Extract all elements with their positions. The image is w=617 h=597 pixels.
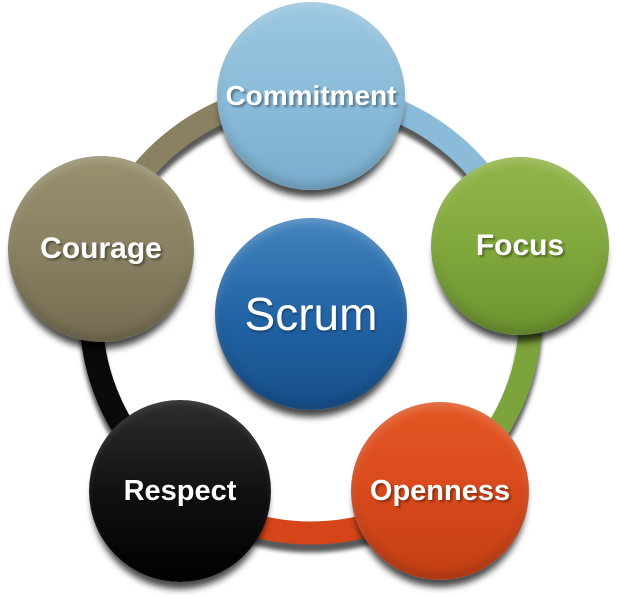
- circle-label-respect: Respect: [123, 474, 237, 507]
- circle-label-scrum: Scrum: [244, 288, 378, 340]
- circle-label-courage: Courage: [40, 232, 162, 265]
- circle-courage: Courage: [8, 156, 194, 342]
- circle-commitment: Commitment: [217, 2, 405, 190]
- circle-label-openness: Openness: [369, 474, 511, 507]
- circle-label-commitment: Commitment: [225, 80, 397, 111]
- circle-openness: Openness: [351, 402, 529, 580]
- circle-respect: Respect: [89, 400, 271, 582]
- circle-focus: Focus: [431, 157, 609, 335]
- circle-scrum: Scrum: [215, 218, 407, 410]
- circle-label-focus: Focus: [475, 229, 565, 262]
